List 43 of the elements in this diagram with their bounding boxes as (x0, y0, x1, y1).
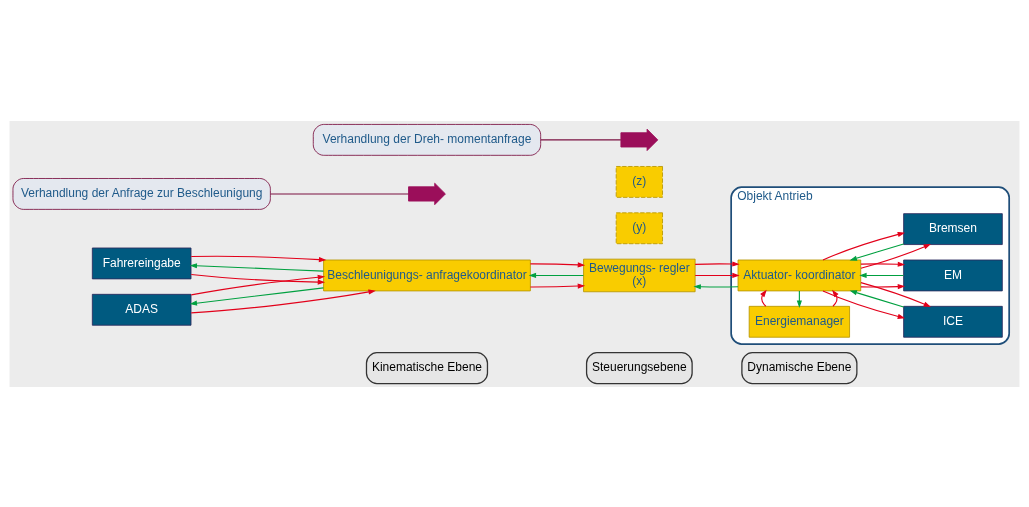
arrow (860, 281, 931, 307)
node-box: EM (903, 259, 1003, 291)
arrow (859, 272, 904, 278)
node-box: (y) (615, 211, 663, 244)
node-box: Beschleunigungs- anfragekoordinator (323, 259, 531, 291)
arrow (190, 288, 376, 313)
node-box: Aktuator- koordinator (737, 259, 862, 291)
arrow (760, 289, 767, 307)
arrow (693, 283, 739, 289)
arrow (189, 286, 324, 306)
arrow (190, 273, 326, 285)
node-arrow (620, 128, 659, 151)
arrow (190, 255, 327, 262)
arrow (832, 289, 839, 307)
node-box: Bewegungs- regler (x) (583, 258, 696, 292)
arrow (860, 243, 931, 269)
node-box: Fahrereingabe (91, 247, 192, 279)
arrow (849, 289, 905, 308)
arrow (860, 283, 906, 289)
connector (540, 138, 622, 140)
arrow (822, 289, 906, 319)
node-box: Steuerungsebene (585, 351, 693, 384)
arrow (529, 282, 586, 289)
node-box: Energiemanager (748, 305, 850, 338)
node-box: Verhandlung der Dreh- momentanfrage (312, 123, 542, 156)
arrow (822, 231, 906, 260)
connector (270, 192, 410, 194)
node-box: Kinematische Ebene (365, 351, 489, 384)
node-box: Verhandlung der Anfrage zur Beschleunigung (12, 177, 271, 210)
arrow (694, 260, 740, 267)
node-box: ICE (903, 305, 1003, 338)
node-box: Bremsen (903, 212, 1003, 245)
node-box: ADAS (91, 293, 192, 326)
arrow (189, 262, 324, 272)
arrow (694, 272, 740, 278)
node-box: Dynamische Ebene (741, 351, 858, 384)
node-arrow (408, 182, 446, 205)
arrow (860, 261, 906, 267)
node-box: (z) (615, 165, 663, 198)
arrow (849, 242, 905, 261)
arrow (528, 272, 584, 278)
arrow (529, 261, 586, 267)
arrow (190, 274, 326, 295)
